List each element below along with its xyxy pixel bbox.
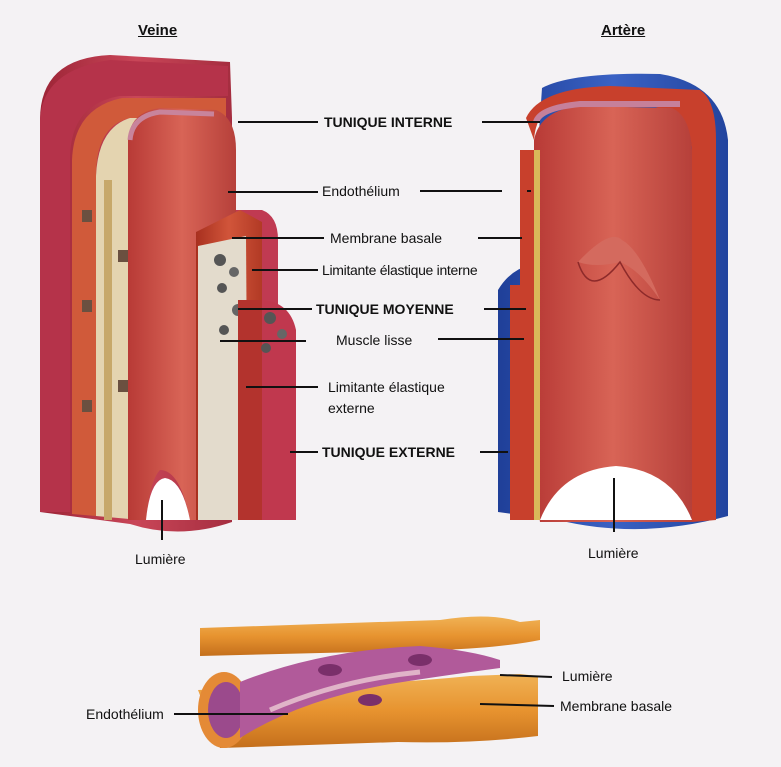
capillary-illustration	[198, 616, 540, 748]
capillary-label-lumiere: Lumière	[562, 668, 613, 684]
label-tunique-externe: TUNIQUE EXTERNE	[322, 444, 455, 460]
label-endothelium: Endothélium	[322, 183, 400, 199]
label-limitante-interne: Limitante élastique interne	[322, 262, 477, 278]
label-tunique-moyenne: TUNIQUE MOYENNE	[316, 301, 454, 317]
label-limitante-externe: Limitante élastique externe	[328, 377, 478, 419]
artery-title: Artère	[601, 23, 645, 39]
label-muscle-lisse: Muscle lisse	[336, 332, 412, 348]
label-lumiere-vein: Lumière	[135, 551, 186, 567]
label-membrane-basale: Membrane basale	[330, 230, 442, 246]
label-lumiere-artery: Lumière	[588, 545, 639, 561]
vein-illustration	[40, 55, 296, 532]
capillary-label-membrane-basale: Membrane basale	[560, 698, 672, 714]
capillary-label-endothelium: Endothélium	[86, 706, 164, 722]
label-tunique-interne: TUNIQUE INTERNE	[324, 114, 452, 130]
vein-title: Veine	[138, 23, 177, 39]
artery-illustration	[498, 74, 728, 529]
